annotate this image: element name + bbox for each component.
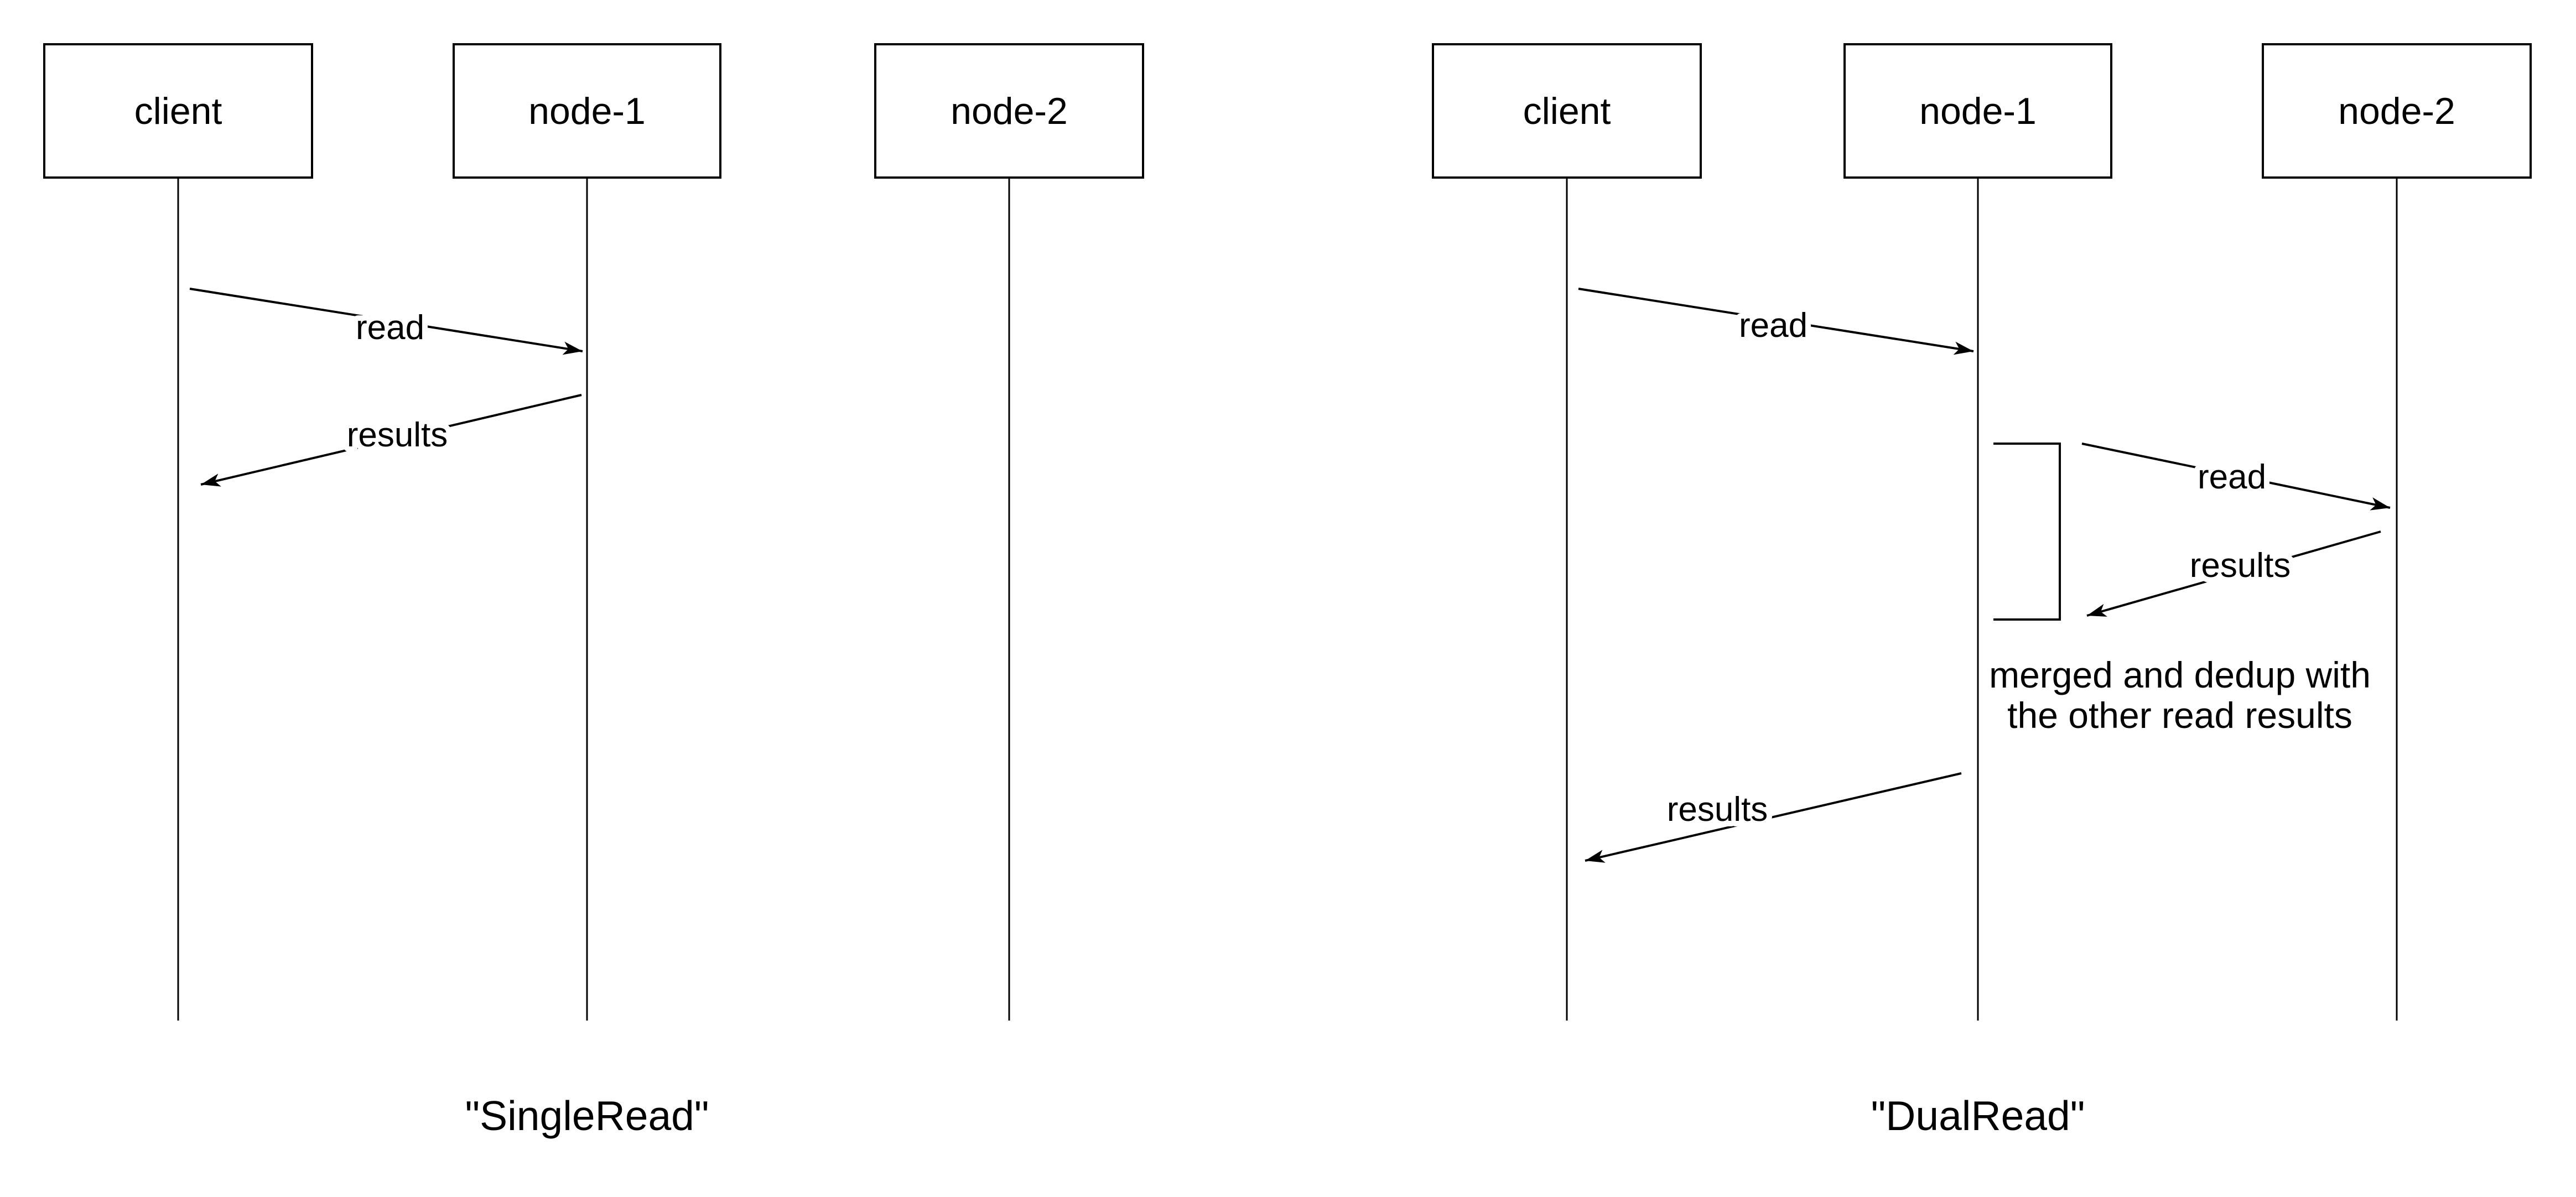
message-arrow-results [2086, 530, 2381, 617]
message-label-read: read [1739, 306, 1808, 345]
actor-box-node-1 [453, 43, 721, 179]
note-merged-dedup: merged and dedup with the other read res… [1989, 654, 2371, 736]
actor-box-node-2 [874, 43, 1144, 179]
note-line: the other read results [2007, 695, 2352, 736]
message-label-read: read [356, 309, 424, 347]
actor-label-client: client [134, 90, 222, 132]
actor-label-node-2: node-2 [2338, 90, 2455, 132]
message-arrow-read [2081, 443, 2391, 511]
actor-box-client [1432, 43, 1702, 179]
message-label-results: results [347, 416, 448, 454]
actor-label-node-1: node-1 [1919, 90, 2037, 132]
actor-label-node-1: node-1 [528, 90, 646, 132]
note-line: merged and dedup with [1989, 654, 2371, 695]
message-arrow-read [189, 288, 583, 355]
diagram-caption-dualread: "DualRead" [1871, 1092, 2085, 1139]
actor-box-client [43, 43, 313, 179]
message-label-results: results [1667, 790, 1768, 829]
diagram-dualread: client node-1 node-2 read read results m… [1432, 43, 2532, 1139]
message-label-read: read [2198, 458, 2266, 496]
message-label-results: results [2190, 547, 2291, 585]
actor-label-client: client [1523, 90, 1611, 132]
message-arrow-results [200, 394, 582, 487]
message-arrow-read [1578, 288, 1974, 355]
actor-box-node-1 [1843, 43, 2112, 179]
message-arrow-results [1585, 772, 1962, 863]
diagram-singleread: client node-1 node-2 read results "Singl… [43, 43, 1144, 1139]
actor-label-node-2: node-2 [951, 90, 1068, 132]
activation-bracket [1993, 443, 2061, 621]
diagram-caption-singleread: "SingleRead" [465, 1092, 709, 1139]
actor-box-node-2 [2262, 43, 2532, 179]
